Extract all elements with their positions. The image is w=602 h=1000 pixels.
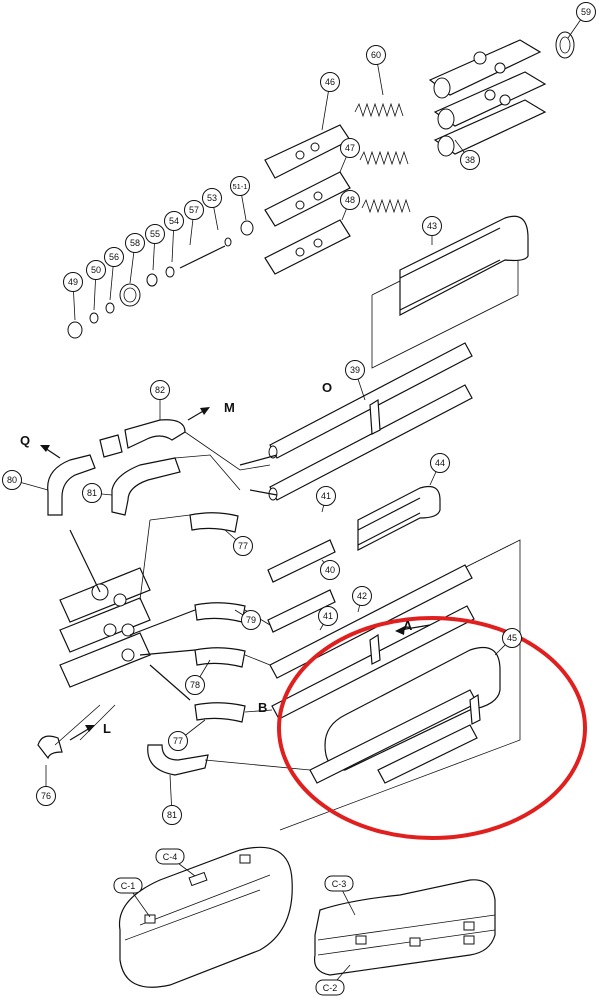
part-number-p43: 43 xyxy=(427,221,437,231)
part-number-p77a: 77 xyxy=(238,541,248,551)
case-label-c3: C-3 xyxy=(332,879,347,889)
part-number-p78: 78 xyxy=(190,680,200,690)
callout-circle-p82 xyxy=(150,380,170,400)
callout-circle-p77a xyxy=(233,536,253,556)
slide-42-45 xyxy=(269,539,521,831)
callout-circle-p40 xyxy=(320,560,340,580)
part-number-p55: 55 xyxy=(150,229,160,239)
part-number-p46: 46 xyxy=(325,77,335,87)
connection-letter-A: A xyxy=(403,618,413,633)
callout-circle-p59 xyxy=(576,2,596,22)
highlight-ellipse xyxy=(277,616,587,840)
valve-casing-assembly xyxy=(67,31,575,339)
part-number-p38: 38 xyxy=(465,155,475,165)
callout-circle-p41b xyxy=(318,606,338,626)
part-number-p48: 48 xyxy=(345,195,355,205)
part-number-p81a: 81 xyxy=(87,488,97,498)
left-bends xyxy=(37,419,246,776)
arrows xyxy=(40,407,431,741)
part-number-p81b: 81 xyxy=(167,810,177,820)
callout-circle-p47 xyxy=(340,138,360,158)
callout-circle-p81b xyxy=(162,805,182,825)
callout-circle-p56 xyxy=(104,247,124,267)
callout-circle-p45 xyxy=(502,628,522,648)
part-number-p42: 42 xyxy=(357,591,367,601)
callout-circle-p44 xyxy=(430,453,450,473)
callout-circle-p46 xyxy=(320,72,340,92)
part-number-p39: 39 xyxy=(350,365,360,375)
tuning-slide-44 xyxy=(357,485,441,551)
callout-circle-p55 xyxy=(145,224,165,244)
part-number-p45: 45 xyxy=(507,633,517,643)
case-label-box-c2 xyxy=(315,979,345,996)
callout-circle-p58 xyxy=(125,233,145,253)
case-label-c2: C-2 xyxy=(323,983,338,993)
case-label-box-c3 xyxy=(324,875,354,892)
callout-circle-p81a xyxy=(82,483,102,503)
slide-40 xyxy=(267,539,336,633)
callout-circle-p48 xyxy=(340,190,360,210)
part-number-p47: 47 xyxy=(345,143,355,153)
tuning-slide-43 xyxy=(371,215,529,369)
part-number-p57: 57 xyxy=(189,205,199,215)
callout-circle-p38 xyxy=(460,150,480,170)
left-rotor-assembly xyxy=(59,529,196,701)
case-right xyxy=(313,879,496,976)
callout-circle-p78 xyxy=(185,675,205,695)
case-label-box-c1 xyxy=(113,877,143,894)
part-number-p49: 49 xyxy=(68,277,78,287)
connection-letter-B: B xyxy=(258,700,267,715)
callout-circle-p41a xyxy=(316,486,336,506)
callout-circle-p51_1 xyxy=(230,176,250,196)
callout-circle-p49 xyxy=(63,272,83,292)
case-left xyxy=(118,846,293,988)
callout-circle-p76 xyxy=(36,786,56,806)
part-number-p41b: 41 xyxy=(323,611,333,621)
callout-circle-p39 xyxy=(345,360,365,380)
callout-circle-p80 xyxy=(2,470,22,490)
part-number-p51_1: 51-1 xyxy=(232,182,247,191)
callout-circle-p57 xyxy=(184,200,204,220)
part-number-p59: 59 xyxy=(581,7,591,17)
callout-circle-p42 xyxy=(352,586,372,606)
case-label-c1: C-1 xyxy=(121,881,136,891)
part-number-p44: 44 xyxy=(435,458,445,468)
callout-circle-p54 xyxy=(164,211,184,231)
callout-circle-p79 xyxy=(241,610,261,630)
part-number-p40: 40 xyxy=(325,565,335,575)
part-number-p58: 58 xyxy=(130,238,140,248)
callout-circle-p53 xyxy=(202,188,222,208)
callout-circle-p60 xyxy=(366,45,386,65)
connection-letter-O: O xyxy=(322,380,332,395)
part-number-p54: 54 xyxy=(169,216,179,226)
connection-letter-M: M xyxy=(224,400,235,415)
part-number-p82: 82 xyxy=(155,385,165,395)
part-number-p60: 60 xyxy=(371,50,381,60)
part-number-p76: 76 xyxy=(41,791,51,801)
case-label-c4: C-4 xyxy=(163,852,178,862)
connection-letter-Q: Q xyxy=(20,433,30,448)
guide-lines xyxy=(139,431,311,771)
callout-circle-p50 xyxy=(86,260,106,280)
case-label-box-c4 xyxy=(155,848,185,865)
part-number-p77b: 77 xyxy=(173,736,183,746)
connection-letter-L: L xyxy=(103,721,111,736)
part-number-p79: 79 xyxy=(246,615,256,625)
callout-circle-p43 xyxy=(422,216,442,236)
part-number-p53: 53 xyxy=(207,193,217,203)
part-number-p41a: 41 xyxy=(321,491,331,501)
callout-circle-p77b xyxy=(168,731,188,751)
part-number-p50: 50 xyxy=(91,265,101,275)
part-number-p80: 80 xyxy=(7,475,17,485)
part-number-p56: 56 xyxy=(109,252,119,262)
main-slide-39 xyxy=(239,342,473,501)
